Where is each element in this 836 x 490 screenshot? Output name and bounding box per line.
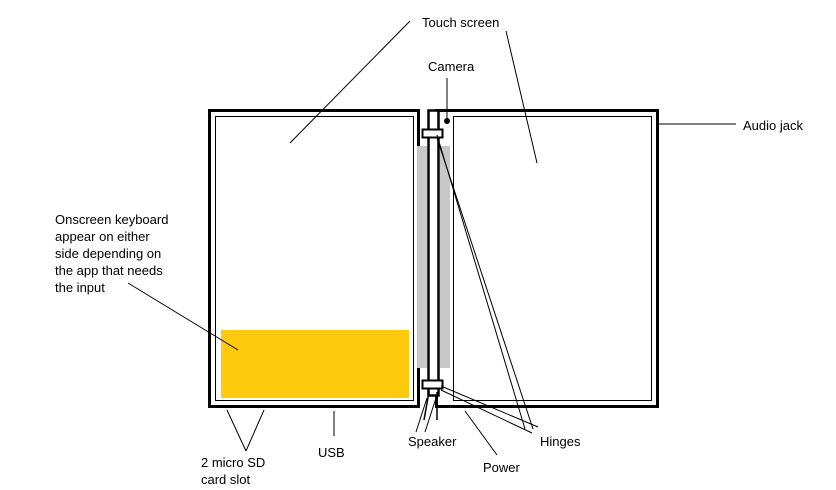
label-keyboard-line-3: side depending on [55, 246, 161, 261]
label-sd-slot-line-1: 2 micro SD [201, 455, 265, 470]
leader-lines [127, 20, 736, 456]
hinge-strip-left [417, 146, 427, 368]
label-camera: Camera [428, 59, 475, 74]
label-hinges: Hinges [540, 434, 581, 449]
onscreen-keyboard [221, 330, 409, 398]
hinge-top [421, 128, 444, 139]
leader-hinges-top [436, 137, 534, 430]
label-keyboard-line-4: the app that needs [55, 263, 163, 278]
leader-keyboard [127, 282, 239, 351]
label-speaker: Speaker [408, 434, 457, 449]
leader-sd-2 [245, 409, 265, 452]
hinge-strip-right [440, 146, 450, 368]
label-usb: USB [318, 445, 345, 460]
leader-sd-1 [226, 409, 247, 452]
right-screen [453, 116, 652, 401]
label-audio-jack: Audio jack [743, 118, 803, 133]
label-keyboard-line-5: the input [55, 280, 105, 295]
leader-speaker-2 [424, 397, 437, 433]
leader-hinges-top-b [436, 134, 526, 430]
leader-touch-right [505, 30, 538, 164]
leader-speaker-1 [415, 397, 428, 433]
hinge-spine [427, 109, 440, 397]
label-keyboard-line-1: Onscreen keyboard [55, 212, 168, 227]
camera-dot [444, 118, 450, 124]
leader-hinges-bottom-b [440, 385, 539, 428]
label-sd-slot-line-2: card slot [201, 472, 251, 487]
hinge-bottom [421, 379, 444, 390]
speaker-tail-left [423, 391, 430, 421]
leader-power [464, 410, 498, 456]
label-power: Power [483, 460, 521, 475]
label-keyboard-line-2: appear on either [55, 229, 150, 244]
leader-hinges-bottom [440, 389, 533, 434]
leader-touch-left [289, 20, 411, 144]
label-touch-screen: Touch screen [422, 15, 499, 30]
